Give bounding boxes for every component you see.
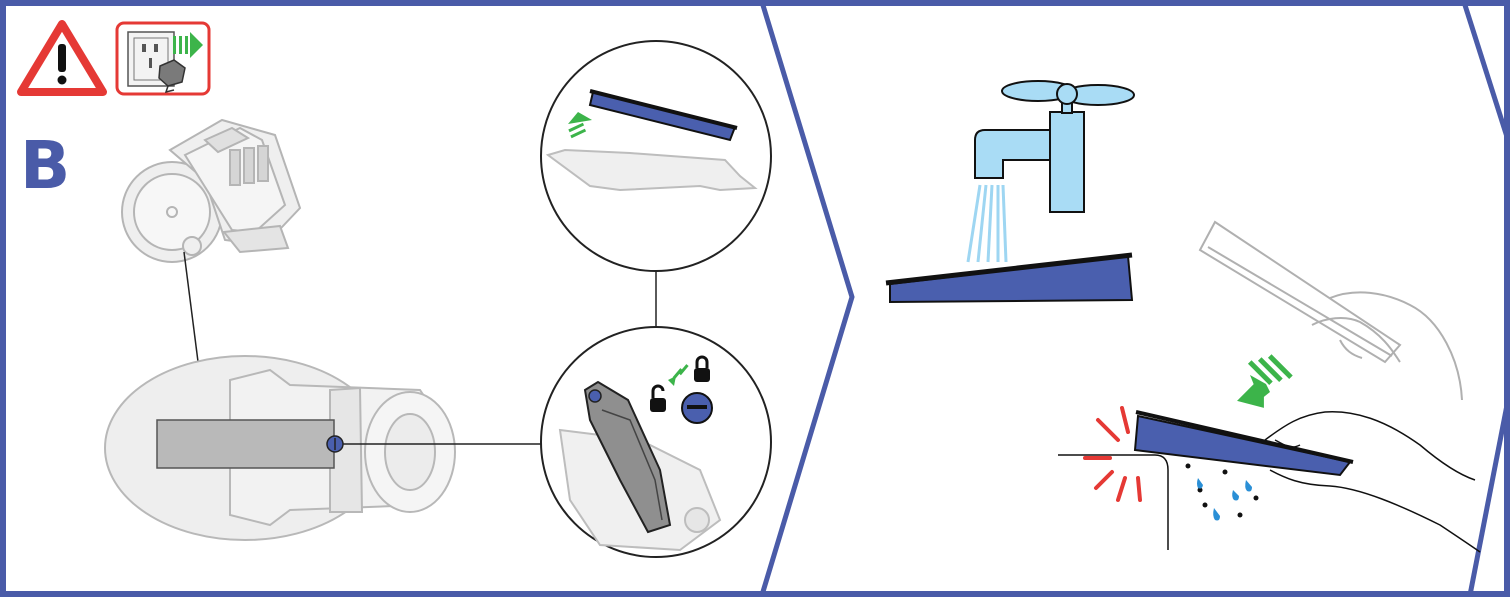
impact-lines [1083, 406, 1142, 502]
water-tap-icon [966, 80, 1135, 263]
water-drops-icon [1197, 478, 1252, 521]
tap-filter-on-ledge [1058, 406, 1481, 553]
vacuum-overview [121, 118, 302, 263]
water-stream [966, 184, 1008, 263]
warning-triangle-icon [17, 20, 107, 96]
unlock-icon [650, 384, 666, 412]
lift-arrow-icon [568, 112, 592, 139]
lock-icon [694, 355, 710, 382]
hand-filter-upper [1198, 220, 1463, 401]
step-letter: B [20, 127, 70, 204]
rotate-arrow-icon [668, 364, 689, 386]
lock-dial-icon [681, 392, 713, 424]
filter-cover-on-vacuum [156, 419, 344, 469]
tap-arrow-icon [1237, 354, 1293, 408]
debris-dots [1185, 463, 1259, 518]
zoom-circle-unlock [540, 326, 772, 558]
zoom-circle-lift [540, 40, 772, 272]
filter-rinsing [885, 252, 1134, 304]
unplug-icon [115, 21, 211, 96]
